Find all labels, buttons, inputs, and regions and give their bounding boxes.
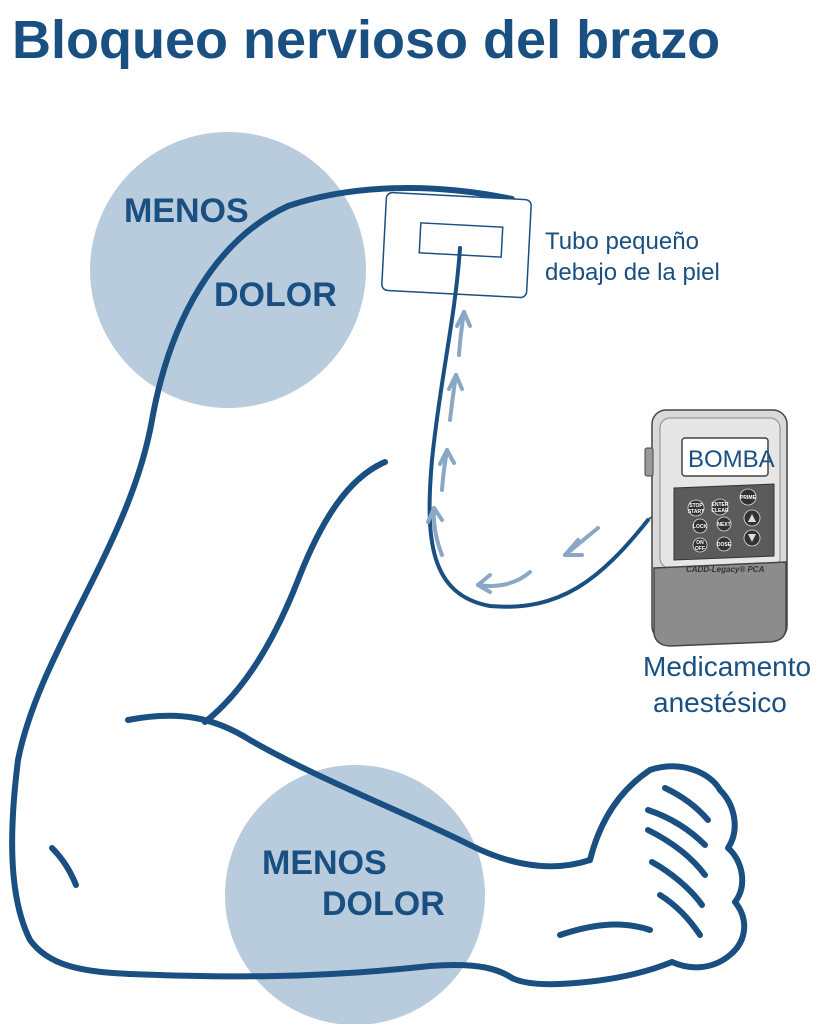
tube-label-line1: Tubo pequeño	[545, 228, 699, 255]
tube-label-line2: debajo de la piel	[545, 259, 720, 286]
lock-label: LOCK	[693, 524, 708, 530]
clear-label: CLEAR	[711, 508, 729, 514]
elbow-bubble-line1: MENOS	[262, 844, 387, 882]
dose-button[interactable]	[716, 536, 732, 552]
on-off-button[interactable]	[692, 537, 708, 553]
pump-brand: CADD-Legacy® PCA	[686, 565, 765, 574]
triangle-down-icon	[748, 534, 756, 542]
medication-label-line1: Medicamento	[643, 651, 811, 682]
prime-button[interactable]	[739, 488, 757, 506]
elbow-pain-bubble	[225, 765, 485, 1024]
stop-start-button[interactable]	[687, 499, 705, 517]
medication-label-line2: anestésico	[653, 687, 787, 718]
shoulder-bubble-line2: DOLOR	[214, 276, 337, 314]
page-title: Bloqueo nervioso del brazo	[12, 10, 720, 70]
on-label: ON	[696, 540, 704, 546]
prime-label: PRIME	[740, 495, 757, 501]
enter-label: ENTER	[712, 502, 729, 508]
enter-clear-button[interactable]	[711, 498, 729, 516]
off-label: OFF	[695, 546, 705, 552]
next-button[interactable]	[716, 516, 732, 532]
arm-outline	[9, 185, 748, 988]
shoulder-pain-bubble	[90, 132, 366, 408]
stop-label: STOP	[689, 503, 703, 509]
pump-base	[653, 561, 787, 647]
next-label: NEXT	[717, 522, 730, 528]
pump-screen-text: BOMBA	[688, 446, 775, 473]
catheter-tube	[427, 246, 650, 609]
flow-arrows	[426, 310, 600, 594]
pump-clip	[644, 447, 654, 477]
elbow-bubble-line2: DOLOR	[322, 885, 445, 923]
arrow-head	[563, 538, 584, 557]
lock-button[interactable]	[692, 518, 708, 534]
dose-label: DOSE	[717, 542, 732, 548]
triangle-up-icon	[748, 514, 756, 522]
pump-screen	[681, 437, 769, 477]
shoulder-bubble-line1: MENOS	[124, 192, 249, 230]
infusion-pump: BOMBA STOP START ENTER CLEAR PRIME LOCK …	[644, 409, 788, 647]
start-label: START	[688, 509, 704, 515]
